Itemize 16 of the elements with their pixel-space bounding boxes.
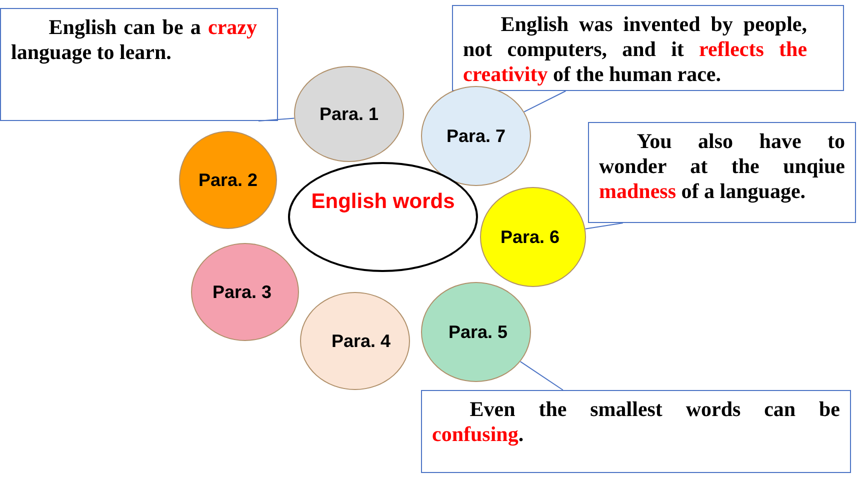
callout-box xyxy=(452,5,844,91)
callout-text: Even the smallest words can be confusing. xyxy=(432,397,840,448)
paragraph-label: Para. 3 xyxy=(212,282,272,302)
paragraph-label: Para. 6 xyxy=(500,226,560,248)
paragraph-label: Para. 7 xyxy=(446,126,506,146)
paragraph-label: Para. 1 xyxy=(319,104,379,124)
paragraph-label: Para. 2 xyxy=(198,170,258,190)
callout-box xyxy=(588,122,856,223)
topic-label: English words xyxy=(311,190,455,214)
paragraph-label: Para. 5 xyxy=(448,322,508,342)
callout-text: English was invented by people, not computers, and it reflects the creativity of the human race. xyxy=(463,12,807,88)
callout-box xyxy=(0,8,278,121)
callout-text: You also have to wonder at the unqiue madness of a language. xyxy=(599,129,845,205)
callout-box xyxy=(421,390,851,473)
paragraph-label: Para. 4 xyxy=(331,330,391,352)
callout-text: English can be a crazy language to learn. xyxy=(11,15,257,66)
